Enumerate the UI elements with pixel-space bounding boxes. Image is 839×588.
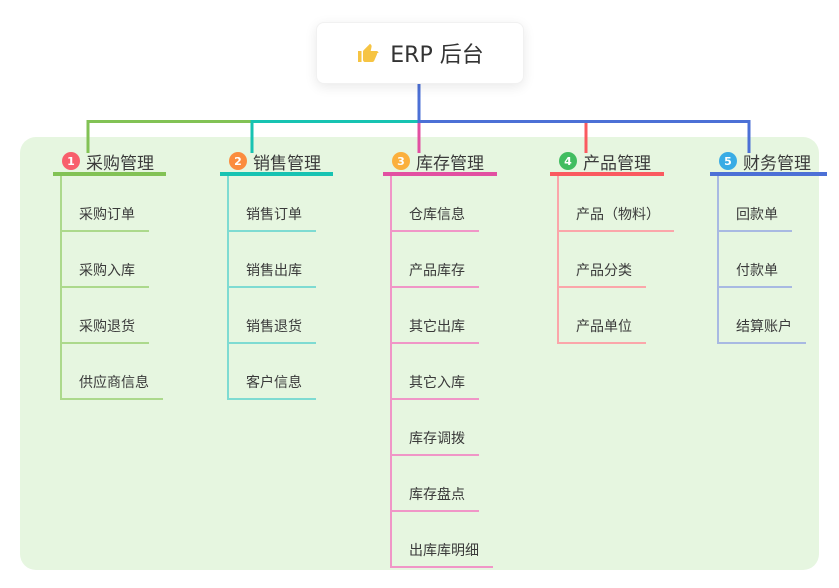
branch-children: 回款单付款单结算账户 <box>717 176 827 344</box>
root-title: ERP 后台 <box>390 43 484 68</box>
child-node[interactable]: 采购退货 <box>62 288 149 344</box>
child-node[interactable]: 销售订单 <box>229 176 316 232</box>
branch-column: 3 库存管理 仓库信息产品库存其它出库其它入库库存调拨库存盘点出库库明细 <box>383 150 497 568</box>
branch-title: 采购管理 <box>86 153 154 174</box>
child-node[interactable]: 其它入库 <box>392 344 479 400</box>
child-node[interactable]: 出库库明细 <box>392 512 493 568</box>
child-node[interactable]: 库存调拨 <box>392 400 479 456</box>
branch-children: 仓库信息产品库存其它出库其它入库库存调拨库存盘点出库库明细 <box>390 176 497 568</box>
branch-title: 销售管理 <box>253 153 321 174</box>
child-node[interactable]: 结算账户 <box>719 288 806 344</box>
branch-children: 产品（物料）产品分类产品单位 <box>557 176 674 344</box>
branch-column: 2 销售管理 销售订单销售出库销售退货客户信息 <box>220 150 333 400</box>
child-node[interactable]: 产品单位 <box>559 288 646 344</box>
branch-title: 库存管理 <box>416 153 484 174</box>
branch-header[interactable]: 3 库存管理 <box>383 150 497 176</box>
child-node[interactable]: 供应商信息 <box>62 344 163 400</box>
branch-title: 财务管理 <box>743 153 811 174</box>
child-node[interactable]: 产品（物料） <box>559 176 674 232</box>
child-node[interactable]: 库存盘点 <box>392 456 479 512</box>
branch-column: 5 财务管理 回款单付款单结算账户 <box>710 150 827 344</box>
branch-column: 4 产品管理 产品（物料）产品分类产品单位 <box>550 150 674 344</box>
branch-number-badge: 5 <box>719 152 737 170</box>
child-node[interactable]: 回款单 <box>719 176 792 232</box>
child-node[interactable]: 客户信息 <box>229 344 316 400</box>
mindmap-panel: 1 采购管理 采购订单采购入库采购退货供应商信息 2 销售管理 销售订单销售出库… <box>20 137 827 570</box>
child-node[interactable]: 销售出库 <box>229 232 316 288</box>
child-node[interactable]: 产品分类 <box>559 232 646 288</box>
branch-header[interactable]: 4 产品管理 <box>550 150 664 176</box>
branch-number-badge: 1 <box>62 152 80 170</box>
child-node[interactable]: 其它出库 <box>392 288 479 344</box>
branch-header[interactable]: 2 销售管理 <box>220 150 333 176</box>
thumbs-up-path <box>358 43 379 62</box>
branch-column: 1 采购管理 采购订单采购入库采购退货供应商信息 <box>53 150 166 400</box>
branch-children: 采购订单采购入库采购退货供应商信息 <box>60 176 166 400</box>
branch-header[interactable]: 5 财务管理 <box>710 150 827 176</box>
child-node[interactable]: 采购订单 <box>62 176 149 232</box>
branch-title: 产品管理 <box>583 153 651 174</box>
branch-number-badge: 2 <box>229 152 247 170</box>
child-node[interactable]: 仓库信息 <box>392 176 479 232</box>
branch-header[interactable]: 1 采购管理 <box>53 150 166 176</box>
child-node[interactable]: 销售退货 <box>229 288 316 344</box>
child-node[interactable]: 付款单 <box>719 232 792 288</box>
branch-number-badge: 4 <box>559 152 577 170</box>
child-node[interactable]: 采购入库 <box>62 232 149 288</box>
root-node[interactable]: ERP 后台 <box>316 22 524 84</box>
child-node[interactable]: 产品库存 <box>392 232 479 288</box>
thumbs-up-icon <box>356 41 380 65</box>
branch-number-badge: 3 <box>392 152 410 170</box>
branch-children: 销售订单销售出库销售退货客户信息 <box>227 176 333 400</box>
